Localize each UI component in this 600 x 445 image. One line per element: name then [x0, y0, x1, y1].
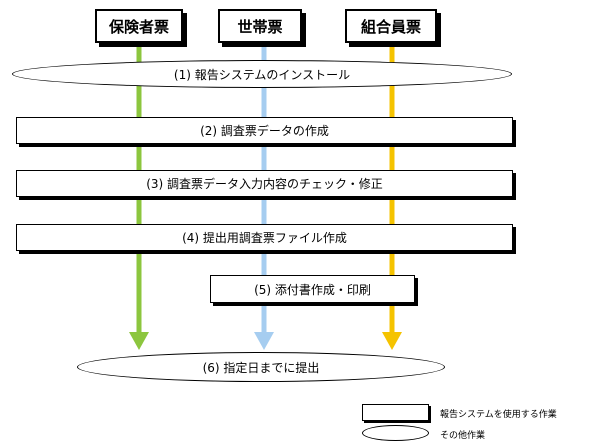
step-4-box: (4) 提出用調査票ファイル作成	[16, 224, 513, 251]
legend-ellipse-label: その他作業	[440, 431, 486, 441]
header-member: 組合員票	[345, 9, 437, 43]
household-arrowhead	[254, 332, 274, 350]
legend-ellipse-swatch	[362, 425, 429, 441]
step-5-box: (5) 添付書作成・印刷	[210, 275, 415, 303]
member-arrowhead	[382, 332, 402, 350]
step-3-box: (3) 調査票データ入力内容のチェック・修正	[16, 170, 513, 197]
header-insured: 保険者票	[95, 9, 183, 43]
legend-rect-label: 報告システムを使用する作業	[440, 410, 557, 420]
step-6-ellipse: (6) 指定日までに提出	[77, 352, 445, 382]
step-2-box: (2) 調査票データの作成	[16, 117, 513, 144]
step-1-ellipse: (1) 報告システムのインストール	[12, 60, 512, 88]
insured-arrowhead	[129, 332, 149, 350]
header-household: 世帯票	[218, 9, 302, 43]
legend-rect-swatch	[362, 404, 429, 421]
